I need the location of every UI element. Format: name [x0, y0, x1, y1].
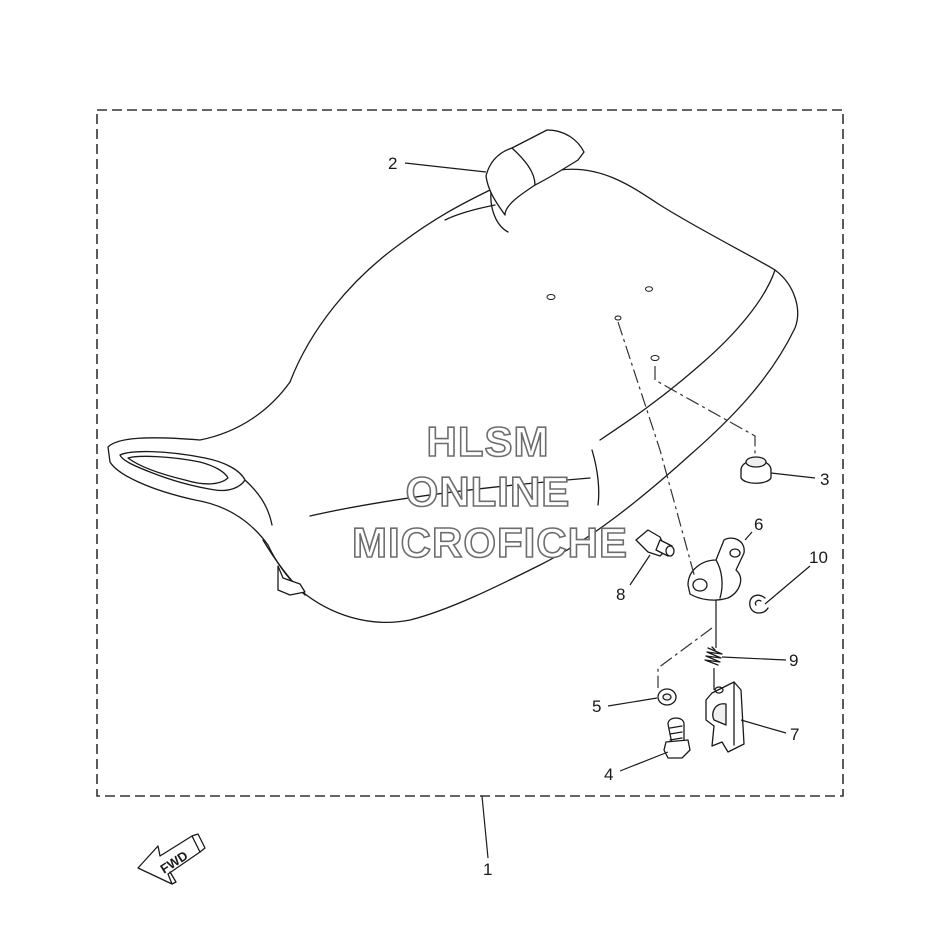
assembly-line-damper	[654, 366, 756, 455]
seat	[107, 168, 799, 623]
callout-9: 9	[789, 651, 798, 670]
hook-bracket	[687, 537, 745, 601]
assembly-line-hook	[617, 321, 696, 579]
spring	[704, 646, 723, 666]
callout-7: 7	[790, 725, 799, 744]
damper	[740, 456, 772, 484]
assembly-border	[96, 109, 844, 797]
assembly-line-spring	[713, 600, 717, 690]
callout-8: 8	[616, 585, 625, 604]
callout-3: 3	[820, 470, 829, 489]
watermark-line-3: MICROFICHE	[352, 519, 628, 566]
assembly-line-washer	[657, 627, 713, 688]
bolt	[663, 717, 691, 759]
watermark-line-2: ONLINE	[406, 468, 571, 515]
callout-6: 6	[754, 515, 763, 534]
latch-plate	[705, 681, 745, 753]
circlip	[749, 594, 769, 614]
callout-4: 4	[604, 765, 613, 784]
watermark: HLSM ONLINE MICROFICHE	[351, 417, 628, 567]
washer	[657, 688, 677, 706]
callout-1: 1	[483, 860, 492, 879]
callout-5: 5	[592, 697, 601, 716]
rear-pad	[485, 129, 585, 216]
callout-10: 10	[809, 548, 828, 567]
watermark-line-1: HLSM	[427, 418, 550, 465]
pin	[635, 529, 675, 557]
forward-arrow-icon: FWD	[137, 833, 206, 885]
callout-2: 2	[388, 154, 397, 173]
